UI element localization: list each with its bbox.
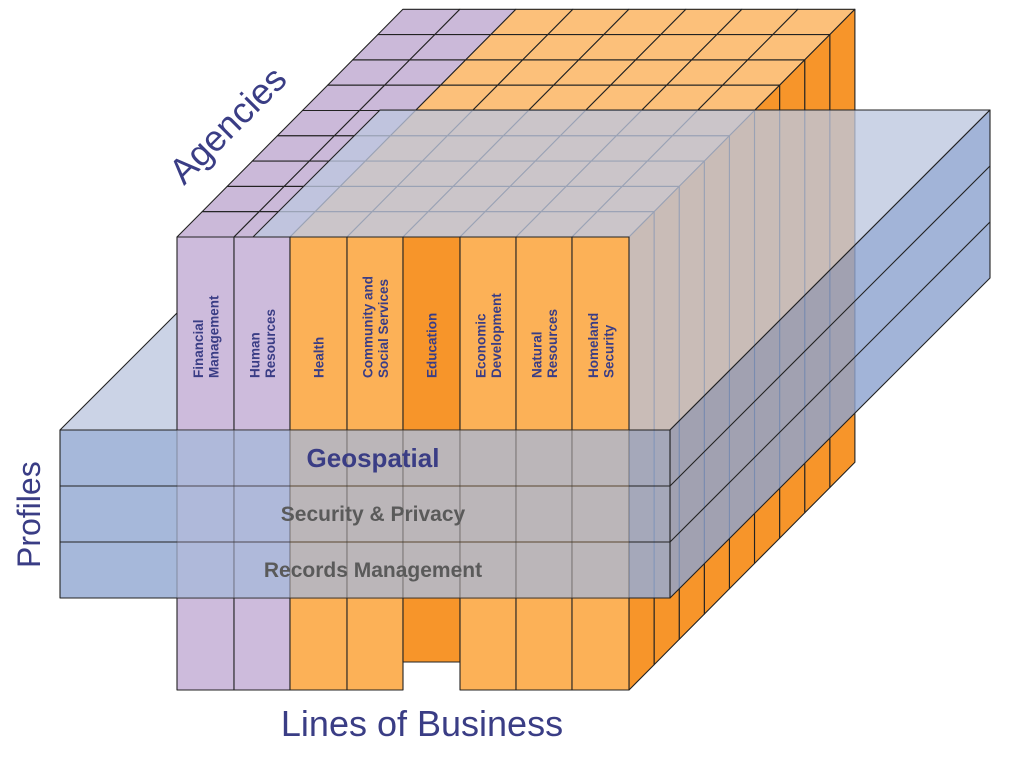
profile-label-1: Geospatial — [307, 443, 440, 473]
axis-label-profiles: Profiles — [11, 461, 47, 568]
column-through-slab — [515, 429, 573, 599]
column-base-4 — [346, 597, 404, 691]
lob-label-3: Health — [312, 337, 327, 378]
column-base-8 — [571, 597, 630, 691]
profile-band-divider — [669, 221, 991, 543]
column-through-slab — [571, 429, 630, 599]
column-base-1 — [176, 597, 235, 691]
column-through-slab — [289, 429, 348, 599]
lob-label-2: HumanResources — [247, 309, 278, 378]
profile-label-2: Security & Privacy — [281, 503, 466, 526]
column-through-slab — [176, 429, 235, 599]
lob-label-6: EconomicDevelopment — [473, 293, 504, 378]
column-through-slab — [402, 429, 461, 599]
column-front-3 — [289, 236, 348, 431]
column-base-2 — [233, 597, 291, 691]
lob-label-4: Community andSocial Services — [360, 276, 391, 378]
lob-label-8: HomelandSecurity — [586, 313, 617, 378]
column-through-slab — [459, 429, 517, 599]
column-bases — [176, 597, 630, 691]
lob-label-1: FinancialManagement — [191, 295, 222, 378]
column-front-8 — [571, 236, 630, 431]
profile-band-divider — [669, 165, 991, 487]
profile-label-3: Records Management — [264, 559, 482, 582]
column-through-slab — [233, 429, 291, 599]
column-base-6 — [459, 597, 517, 691]
lob-column-fronts — [176, 236, 630, 599]
column-base-3 — [289, 597, 348, 691]
profile-band-3 — [59, 541, 671, 599]
column-base-7 — [515, 597, 573, 691]
lob-label-5: Education — [425, 313, 440, 378]
column-through-slab — [346, 429, 404, 599]
axis-label-lines-of-business: Lines of Business — [281, 703, 563, 744]
lob-label-7: NaturalResources — [529, 309, 560, 378]
column-base-5 — [402, 597, 461, 663]
